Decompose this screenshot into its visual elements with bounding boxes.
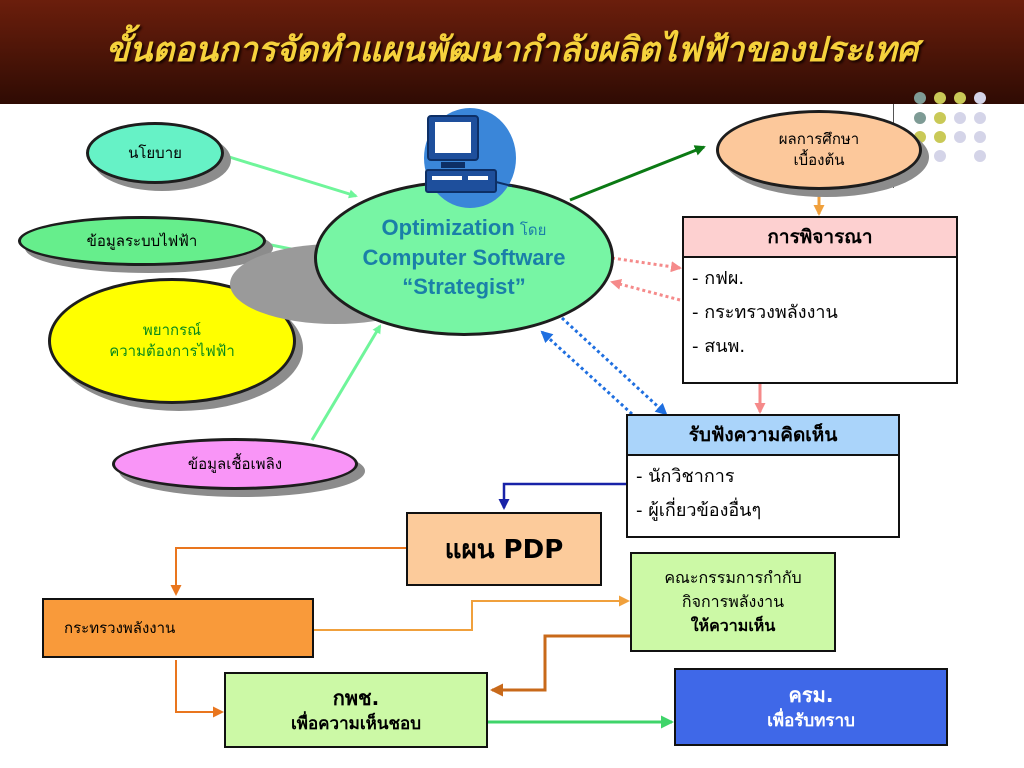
consideration-item: - กฟผ.: [692, 268, 745, 289]
center-line2: Computer Software: [362, 244, 566, 270]
consideration-header: การพิจารณา: [684, 218, 956, 258]
public-hearing-panel: รับฟังความคิดเห็น - นักวิชาการ - ผู้เกี่…: [626, 414, 900, 538]
nepc-line2: เพื่อความเห็นชอบ: [290, 714, 422, 735]
erc-line2: กิจการพลังงาน: [681, 592, 785, 611]
consideration-list: - กฟผ. - กระทรวงพลังงาน - สนพ.: [684, 258, 956, 368]
title-bar: [0, 0, 1024, 104]
arrow-center-to-result: [569, 145, 706, 202]
policy-node: นโยบาย: [86, 122, 224, 184]
fuel-data-label: ข้อมูลเชื้อเพลิง: [187, 454, 283, 473]
erc-box: คณะกรรมการกำกับ กิจการพลังงาน ให้ความเห็…: [630, 552, 836, 652]
arrow-consideration-to-center: [610, 278, 681, 302]
arrow-erc-to-nepc: [490, 634, 632, 697]
arrow-ministry-to-nepc: [175, 660, 224, 718]
pdp-plan-box: แผน PDP: [406, 512, 602, 586]
center-line3: “Strategist”: [402, 274, 526, 300]
public-hearing-item: - นักวิชาการ: [636, 466, 735, 487]
consideration-item: - กระทรวงพลังงาน: [692, 302, 838, 323]
arrow-fuel-to-center: [310, 324, 382, 441]
erc-line3: ให้ความเห็น: [690, 616, 776, 635]
preliminary-result-line1: ผลการศึกษา: [778, 130, 860, 148]
center-line1: Optimization โดย: [382, 214, 547, 243]
center-line1-th: โดย: [519, 221, 547, 239]
ministry-of-energy-box: กระทรวงพลังงาน: [42, 598, 314, 658]
cabinet-line2: เพื่อรับทราบ: [767, 711, 855, 732]
center-line1-en: Optimization: [381, 215, 515, 240]
arrow-hearing-to-center: [540, 330, 634, 416]
cabinet-line1: ครม.: [788, 683, 834, 708]
public-hearing-list: - นักวิชาการ - ผู้เกี่ยวข้องอื่นๆ: [628, 456, 898, 532]
preliminary-result-line2: เบื้องต้น: [793, 151, 845, 169]
consideration-panel: การพิจารณา - กฟผ. - กระทรวงพลังงาน - สนพ…: [682, 216, 958, 384]
preliminary-result-node: ผลการศึกษา เบื้องต้น: [716, 110, 922, 190]
arrow-center-to-consideration: [611, 256, 682, 273]
computer-icon: [424, 108, 516, 208]
forecast-label-line2: ความต้องการไฟฟ้า: [109, 342, 235, 360]
arrow-hearing-to-pdp: [498, 482, 626, 510]
arrow-policy-to-center: [225, 154, 358, 199]
fuel-data-node: ข้อมูลเชื้อเพลิง: [112, 438, 358, 490]
public-hearing-item: - ผู้เกี่ยวข้องอื่นๆ: [636, 500, 762, 521]
nepc-box: กพช. เพื่อความเห็นชอบ: [224, 672, 488, 748]
policy-label: นโยบาย: [128, 143, 182, 162]
public-hearing-header: รับฟังความคิดเห็น: [628, 416, 898, 456]
forecast-label-line1: พยากรณ์: [142, 321, 202, 339]
power-system-data-label: ข้อมูลระบบไฟฟ้า: [86, 231, 198, 250]
optimization-center-node: Optimization โดย Computer Software “Stra…: [314, 180, 614, 336]
arrow-ministry-to-erc: [314, 595, 630, 631]
consideration-item: - สนพ.: [692, 336, 746, 357]
slide-title: ขั้นตอนการจัดทำแผนพัฒนากำลังผลิตไฟฟ้าของ…: [105, 30, 919, 70]
power-system-data-node: ข้อมูลระบบไฟฟ้า: [18, 216, 266, 266]
ministry-of-energy-label: กระทรวงพลังงาน: [64, 619, 176, 637]
arrow-pdp-to-ministry: [170, 547, 406, 596]
pdp-plan-label: แผน PDP: [444, 534, 564, 565]
nepc-line1: กพช.: [332, 686, 380, 711]
cabinet-box: ครม. เพื่อรับทราบ: [674, 668, 948, 746]
erc-line1: คณะกรรมการกำกับ: [664, 568, 802, 587]
